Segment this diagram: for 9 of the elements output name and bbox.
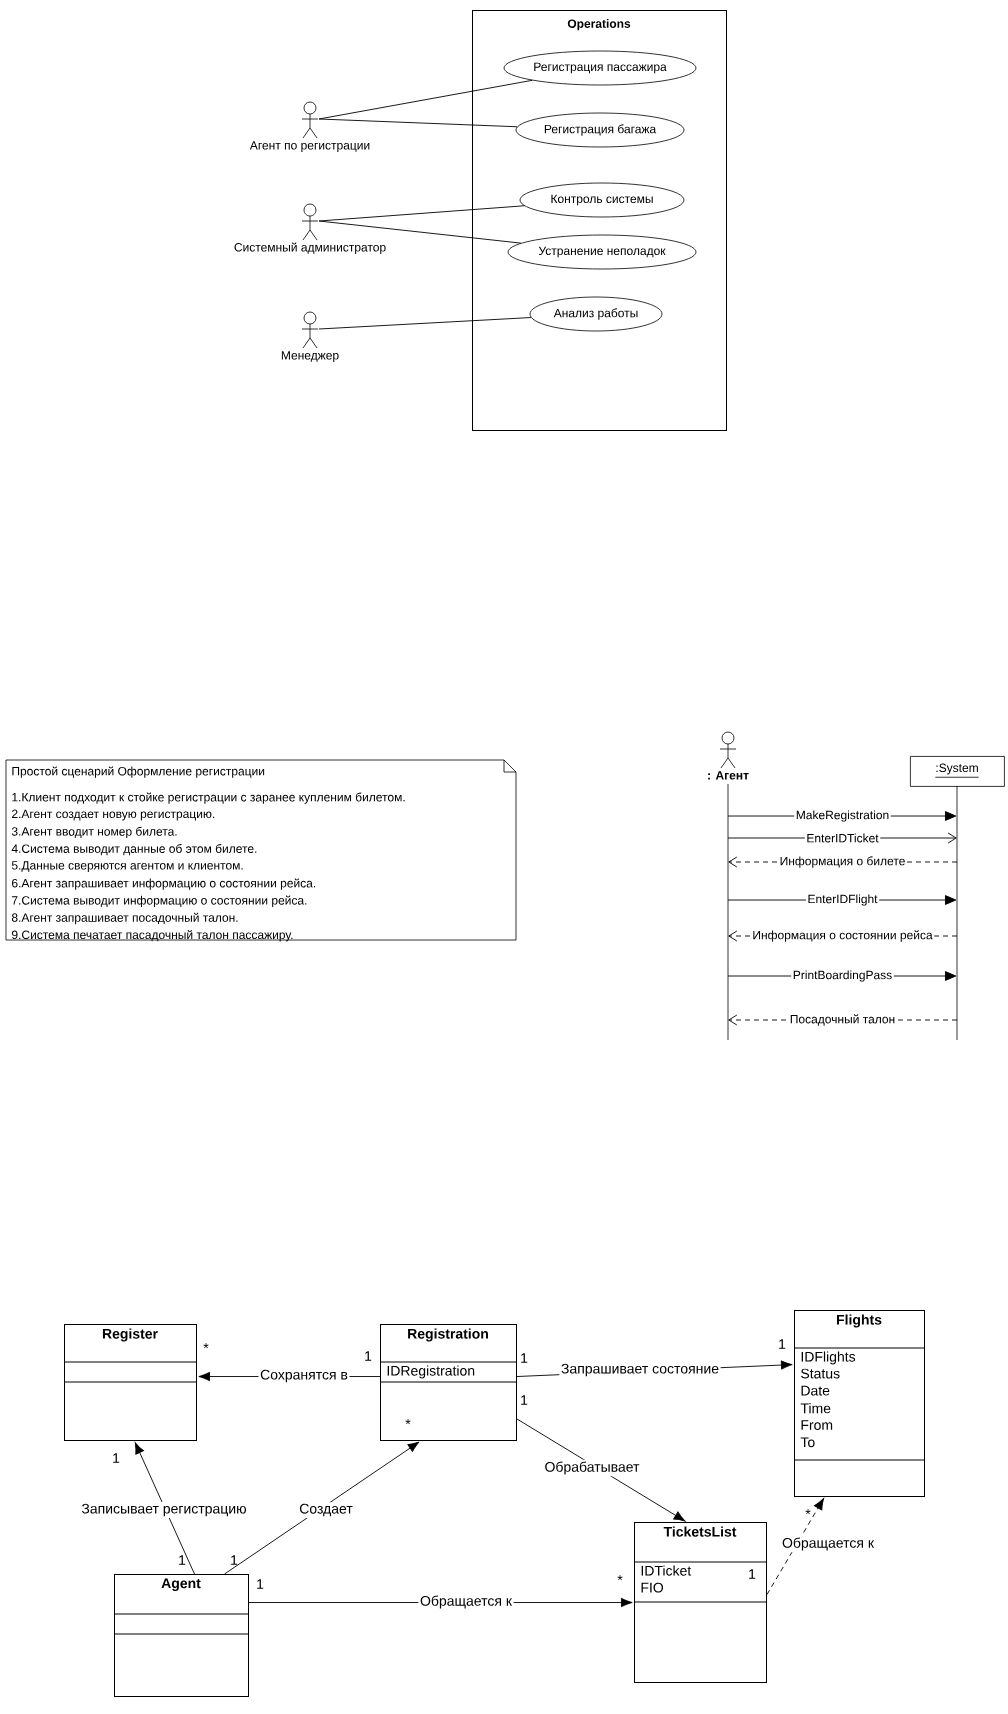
connector: [318, 79, 533, 120]
arrow: [766, 1498, 825, 1595]
connector: [318, 220, 522, 244]
connector: [318, 118, 518, 128]
connector: [318, 317, 532, 330]
arrow: [224, 1441, 420, 1575]
arrow: [134, 1442, 195, 1575]
arrow: [516, 1418, 686, 1522]
connector: [318, 205, 525, 222]
